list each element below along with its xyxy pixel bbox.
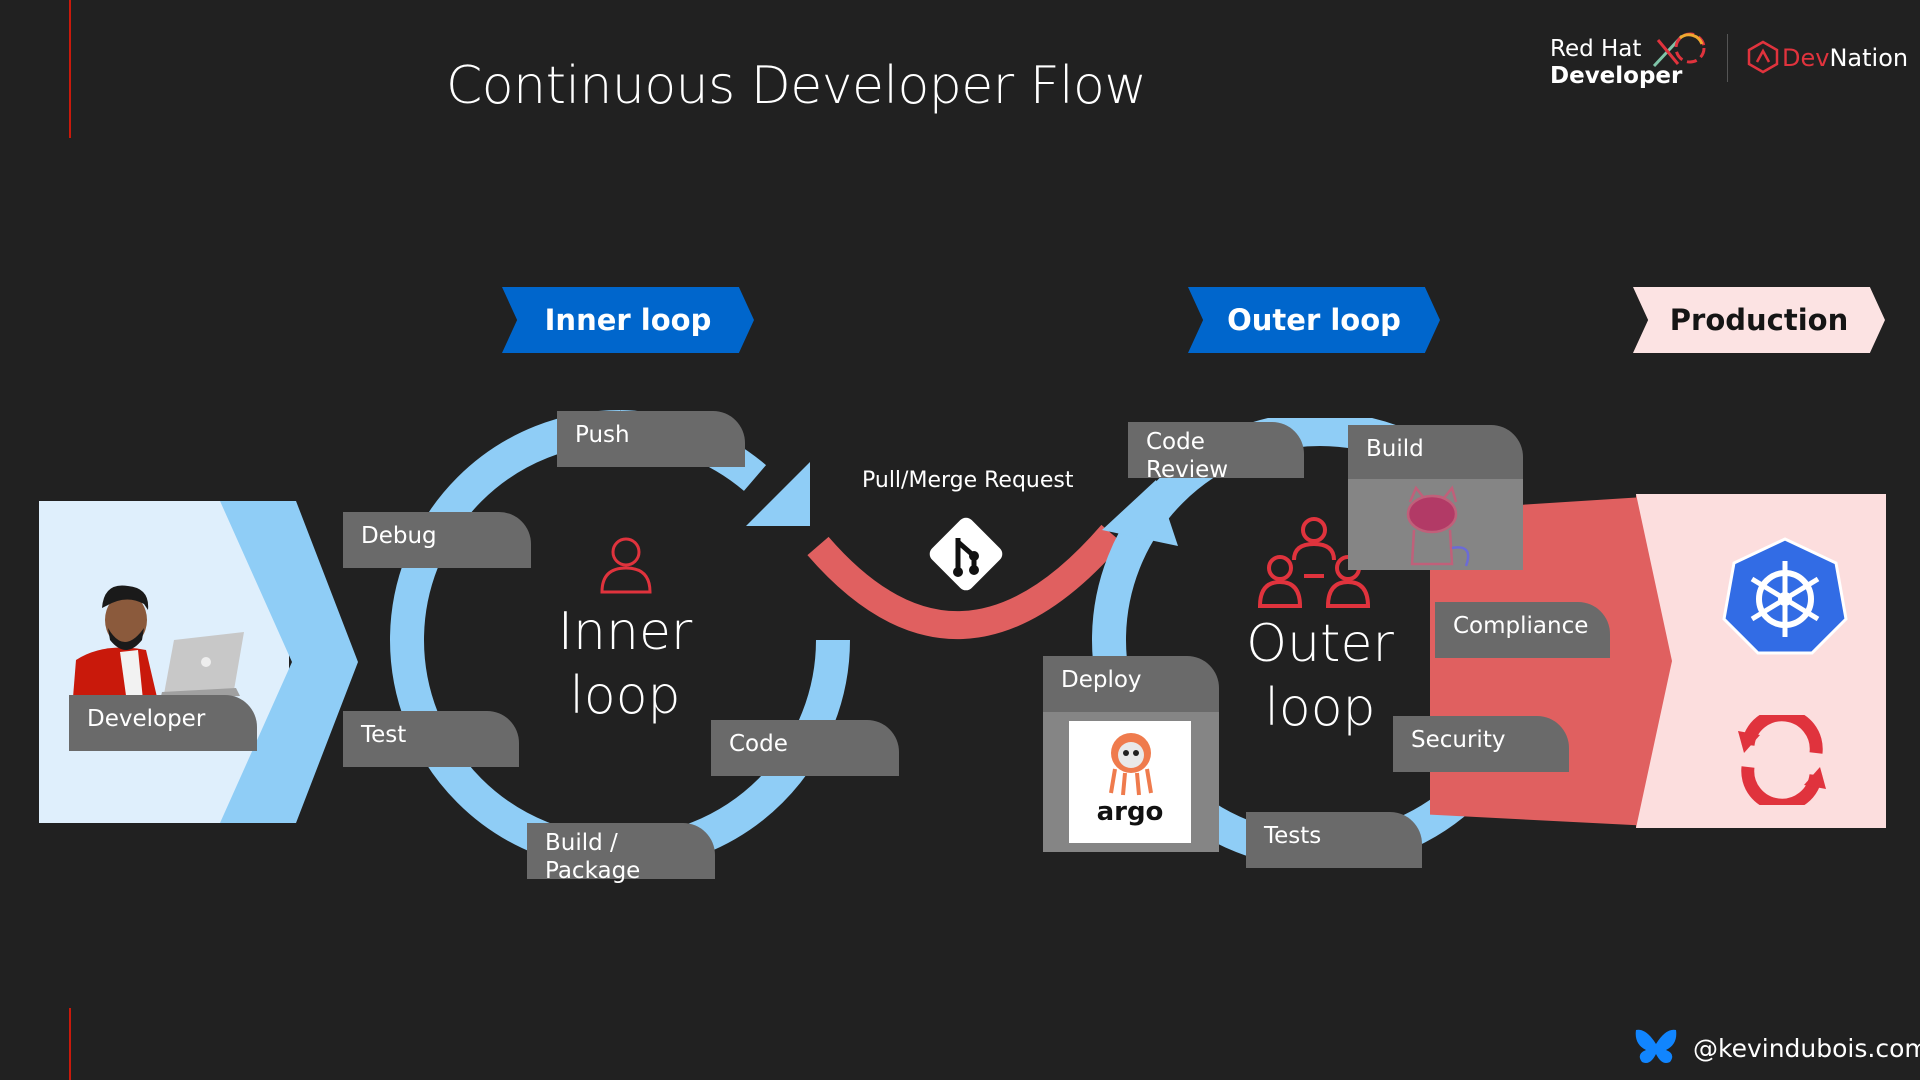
step-debug: Debug [343, 512, 531, 568]
stage-production-label: Production [1669, 303, 1849, 337]
step-code-label: Code [729, 731, 788, 757]
devnation-logo-nation: Nation [1829, 44, 1909, 72]
pull-merge-request-label: Pull/Merge Request [862, 468, 1074, 493]
devnation-logo: DevNation [1782, 44, 1908, 72]
merge-arc [807, 524, 1123, 639]
step-push-label: Push [575, 422, 630, 448]
redhat-logo-line1: Red Hat [1550, 36, 1642, 62]
outer-loop-center-line1: Outer [1246, 614, 1394, 674]
tekton-cat-icon [1406, 485, 1470, 567]
outer-loop-arrowhead-icon [1102, 480, 1178, 546]
step-build-label: Build [1366, 436, 1424, 462]
team-icon [1257, 517, 1371, 608]
step-code: Code [711, 720, 899, 776]
developer-label-text: Developer [87, 706, 206, 732]
argo-wordmark: argo [1096, 797, 1164, 827]
git-icon [929, 517, 1003, 591]
inner-loop-center-line1: Inner [557, 602, 693, 662]
outer-loop-center-label: Outer loop [1220, 612, 1420, 740]
step-tests-label: Tests [1264, 823, 1322, 849]
slide-title: Continuous Developer Flow [446, 56, 1147, 116]
step-push: Push [557, 411, 745, 467]
step-compliance-label: Compliance [1453, 613, 1589, 639]
step-security: Security [1393, 716, 1569, 772]
developer-chevron [220, 501, 358, 823]
developer-avatar-icon [72, 585, 244, 710]
stage-outer-loop-label: Outer loop [1227, 303, 1401, 337]
production-chevron [1636, 494, 1672, 828]
step-build-package-line1: Build / [545, 830, 618, 856]
step-code-review-line2: Review [1146, 457, 1229, 483]
step-build: Build [1348, 425, 1523, 479]
devnation-logo-icon [1747, 40, 1779, 74]
accent-rule-bottom [69, 1008, 71, 1080]
inner-loop-arrowhead-icon [746, 462, 810, 526]
argo-logo: argo [1069, 721, 1191, 843]
step-debug-label: Debug [361, 523, 437, 549]
outer-loop-center-line2: loop [1264, 678, 1376, 738]
redhat-developer-logo: Red Hat Developer [1550, 36, 1682, 90]
openshift-icon [1738, 715, 1826, 805]
step-code-review: Code Review [1128, 422, 1304, 483]
step-test-label: Test [361, 722, 407, 748]
step-test: Test [343, 711, 519, 767]
bluesky-icon [1635, 1029, 1677, 1063]
accent-rule-top [69, 0, 71, 138]
developer-label: Developer [69, 695, 257, 751]
step-code-review-line1: Code [1146, 429, 1205, 455]
step-tests: Tests [1246, 812, 1422, 868]
footer-handle: @kevindubois.com [1693, 1034, 1920, 1063]
step-compliance: Compliance [1435, 602, 1610, 658]
argo-octopus-icon [1109, 733, 1153, 796]
step-build-package-line2: Package [545, 858, 641, 884]
devnation-logo-dev: Dev [1782, 44, 1830, 72]
kubernetes-icon [1722, 537, 1848, 655]
redhat-logo-mark-icon [1652, 32, 1706, 68]
brand-separator [1727, 34, 1728, 82]
step-deploy: Deploy [1043, 656, 1219, 712]
step-build-package: Build / Package [527, 823, 715, 884]
stage-outer-loop: Outer loop [1188, 287, 1440, 353]
step-deploy-label: Deploy [1061, 667, 1142, 693]
person-icon [600, 537, 652, 594]
stage-inner-loop-label: Inner loop [544, 303, 712, 337]
step-security-label: Security [1411, 727, 1506, 753]
stage-production: Production [1633, 287, 1885, 353]
redhat-logo-line2: Developer [1550, 63, 1683, 89]
stage-inner-loop: Inner loop [502, 287, 754, 353]
inner-loop-center-line2: loop [569, 666, 681, 726]
inner-loop-center-label: Inner loop [525, 600, 725, 728]
